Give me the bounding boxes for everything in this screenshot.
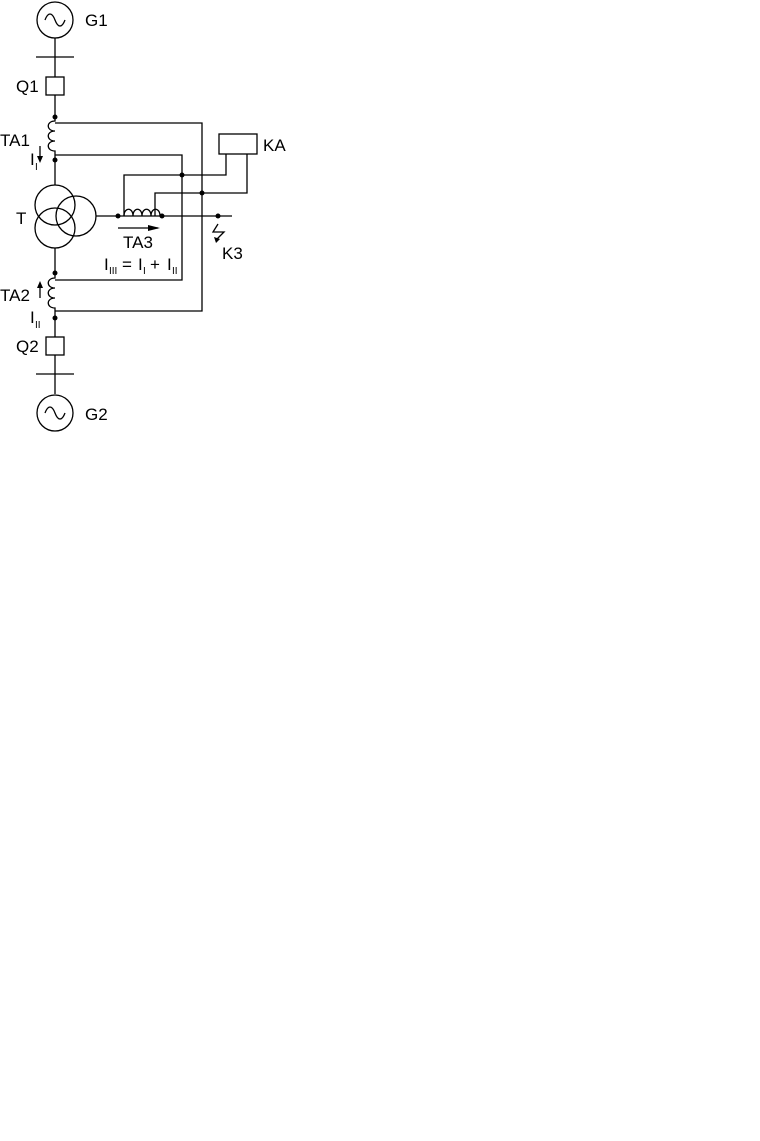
ta3-label: TA3: [123, 233, 153, 252]
i1-label: I: [30, 150, 35, 169]
fault-k3-symbol: [211, 223, 226, 243]
eq-i2-sub: II: [172, 266, 178, 277]
current-transformer-ta2: [47, 273, 56, 318]
ta1-label: TA1: [0, 131, 30, 150]
junction-ka-left: [179, 172, 185, 178]
i2-label: I: [30, 308, 35, 327]
transformer-t: [34, 184, 97, 249]
breaker-q2: [45, 336, 65, 356]
eq-i3-sub: III: [109, 266, 117, 277]
current-transformer-ta1: [47, 117, 56, 185]
relay-ka: [218, 133, 258, 155]
q2-label: Q2: [16, 337, 39, 356]
eq-i1-sub: I: [143, 266, 146, 277]
k3-label: K3: [222, 244, 243, 263]
junction-ta1-top: [52, 114, 58, 120]
ta2-label: TA2: [0, 286, 30, 305]
g1-label: G1: [85, 11, 108, 30]
eq-plus: +: [150, 255, 160, 274]
current-equation: I III = I I + I II: [104, 255, 178, 277]
ka-label: KA: [263, 136, 286, 155]
g2-label: G2: [85, 405, 108, 424]
generator-g1: [36, 1, 74, 39]
eq-equals: =: [122, 255, 132, 274]
t-label: T: [16, 209, 26, 228]
junction-ta3-right: [159, 213, 165, 219]
junction-ta1-bottom: [52, 157, 58, 163]
eq-i1: I: [138, 255, 143, 274]
eq-i2: I: [167, 255, 172, 274]
i1-subscript: I: [35, 162, 38, 173]
junction-k3: [215, 213, 221, 219]
i2-subscript: II: [35, 320, 41, 331]
junction-ka-right: [199, 190, 205, 196]
breaker-q1: [45, 76, 65, 96]
arrow-i1-head: [37, 156, 43, 163]
junction-ta3-left: [115, 213, 121, 219]
eq-i3: I: [104, 255, 109, 274]
generator-g2: [36, 394, 74, 432]
secondary-wiring: [55, 122, 248, 312]
arrow-i2-head: [37, 281, 43, 288]
arrow-i3-head: [148, 225, 160, 231]
q1-label: Q1: [16, 77, 39, 96]
